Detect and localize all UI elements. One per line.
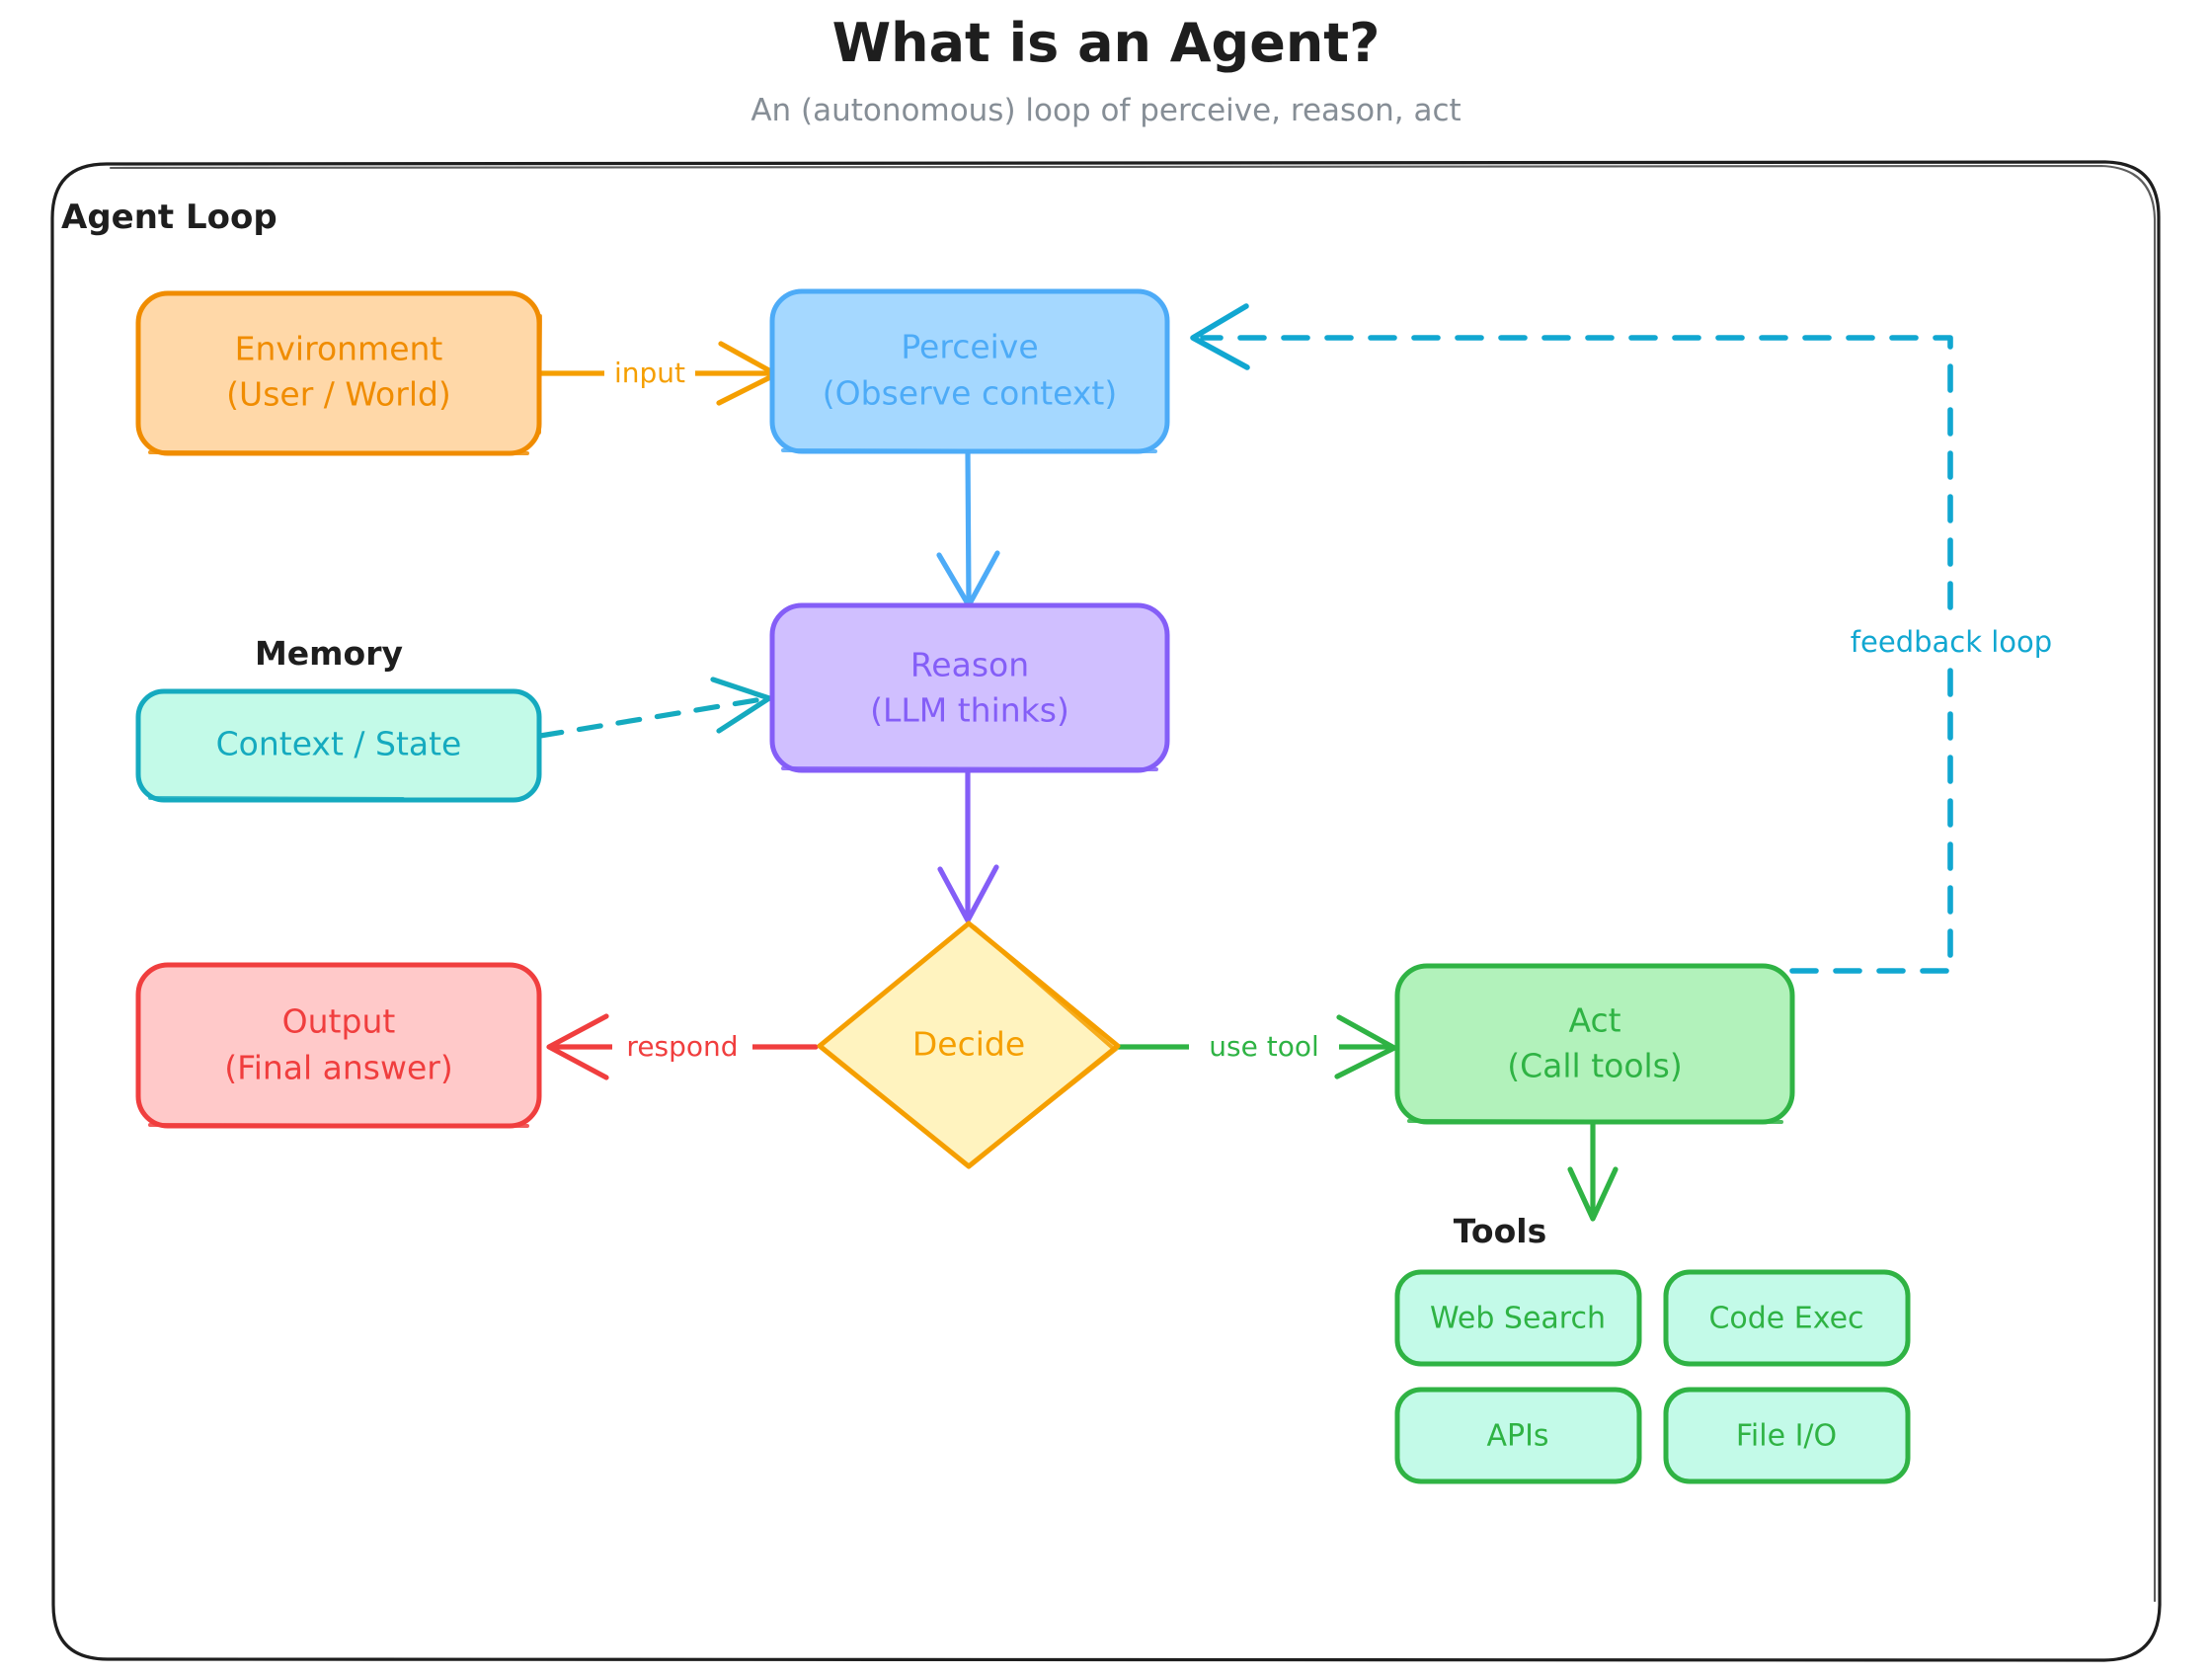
node-reason-sketch	[781, 766, 1158, 771]
edge-reason-to-decide	[937, 769, 999, 923]
edge-input-label-bg	[604, 354, 695, 393]
agent-loop-label: Agent Loop	[61, 198, 277, 237]
node-perceive-line2: (Observe context)	[823, 374, 1117, 413]
edge-use-tool-arrowhead	[1334, 1014, 1397, 1079]
edge-respond-arrowhead	[546, 1013, 609, 1080]
edge-input: input	[536, 341, 779, 406]
page-title: What is an Agent?	[832, 12, 1381, 74]
tool-chip-web-search-label: Web Search	[1430, 1302, 1606, 1336]
tool-chip-code-exec[interactable]: Code Exec	[1663, 1269, 1911, 1367]
edge-respond-label: respond	[626, 1030, 738, 1063]
node-decide[interactable]: Decide	[817, 920, 1121, 1169]
node-output-shape[interactable]	[135, 962, 542, 1129]
tool-chip-code-exec-label: Code Exec	[1708, 1302, 1863, 1336]
edge-feedback-label-bg	[1839, 620, 2064, 664]
node-act-line2: (Call tools)	[1507, 1047, 1683, 1085]
node-context-state-label: Context / State	[216, 725, 462, 763]
tools-label: Tools	[1454, 1212, 1546, 1250]
edge-feedback-label: feedback loop	[1851, 625, 2052, 659]
edge-perceive-reason-line	[965, 446, 972, 603]
node-act-sketch	[1407, 1119, 1783, 1124]
edge-perceive-to-reason	[936, 446, 1000, 608]
page-subtitle: An (autonomous) loop of perceive, reason…	[750, 93, 1461, 128]
edge-input-label: input	[614, 357, 685, 389]
agent-loop-border	[50, 160, 2162, 1662]
edge-act-to-tools	[1567, 1117, 1619, 1222]
tool-chip-code-exec-shape[interactable]	[1663, 1269, 1911, 1367]
tool-chip-file-io[interactable]: File I/O	[1663, 1387, 1911, 1484]
node-perceive-shape[interactable]	[769, 288, 1170, 454]
node-decide-sketch	[970, 925, 1119, 1165]
tool-chip-file-io-label: File I/O	[1736, 1419, 1837, 1454]
node-environment[interactable]: Environment (User / World)	[135, 290, 542, 456]
edge-respond-label-bg	[612, 1027, 752, 1067]
node-output[interactable]: Output (Final answer)	[135, 962, 542, 1129]
edge-feedback-line	[1200, 335, 1953, 974]
agent-loop-container	[50, 160, 2162, 1662]
tool-chip-apis-shape[interactable]	[1394, 1387, 1642, 1484]
tool-chip-apis-label: APIs	[1486, 1419, 1548, 1454]
node-decide-label: Decide	[912, 1025, 1025, 1064]
node-act-shape[interactable]	[1394, 963, 1795, 1125]
tool-chip-web-search[interactable]: Web Search	[1394, 1269, 1642, 1367]
node-reason-line1: Reason	[910, 646, 1029, 684]
agent-loop-border-sketch	[109, 164, 2157, 1603]
edge-memory-to-reason	[537, 677, 772, 739]
node-reason-shape[interactable]	[769, 602, 1170, 773]
node-reason[interactable]: Reason (LLM thinks)	[769, 602, 1170, 773]
tool-chip-file-io-shape[interactable]	[1663, 1387, 1911, 1484]
edge-feedback-arrowhead	[1190, 303, 1250, 370]
node-environment-line1: Environment	[235, 330, 443, 368]
node-context-state-sketch	[148, 796, 405, 801]
node-perceive-sketch	[781, 448, 1157, 453]
node-environment-sketch	[148, 314, 542, 455]
edge-reason-decide-arrowhead	[937, 864, 999, 923]
edge-act-tools-arrowhead	[1567, 1166, 1619, 1222]
node-output-line1: Output	[282, 1002, 396, 1041]
edge-use-tool: use tool	[1115, 1014, 1397, 1079]
node-environment-shape[interactable]	[135, 290, 542, 456]
node-context-state[interactable]: Context / State	[135, 688, 542, 803]
edge-feedback-loop: feedback loop	[1190, 303, 2064, 974]
node-output-sketch	[148, 1123, 529, 1128]
tool-chip-apis[interactable]: APIs	[1394, 1387, 1642, 1484]
edge-use-tool-label: use tool	[1209, 1030, 1318, 1063]
edge-respond: respond	[546, 1013, 819, 1080]
node-act-line1: Act	[1568, 1001, 1620, 1040]
memory-label: Memory	[255, 634, 403, 673]
node-reason-line2: (LLM thinks)	[870, 691, 1069, 730]
node-output-line2: (Final answer)	[224, 1049, 452, 1087]
edge-use-tool-label-bg	[1189, 1027, 1339, 1067]
tool-chip-web-search-shape[interactable]	[1394, 1269, 1642, 1367]
edge-memory-reason-line	[537, 696, 765, 739]
node-act[interactable]: Act (Call tools)	[1394, 963, 1795, 1125]
node-environment-line2: (User / World)	[226, 375, 451, 414]
node-perceive[interactable]: Perceive (Observe context)	[769, 288, 1170, 454]
edge-memory-reason-arrowhead	[710, 677, 772, 734]
node-perceive-line1: Perceive	[901, 328, 1038, 366]
